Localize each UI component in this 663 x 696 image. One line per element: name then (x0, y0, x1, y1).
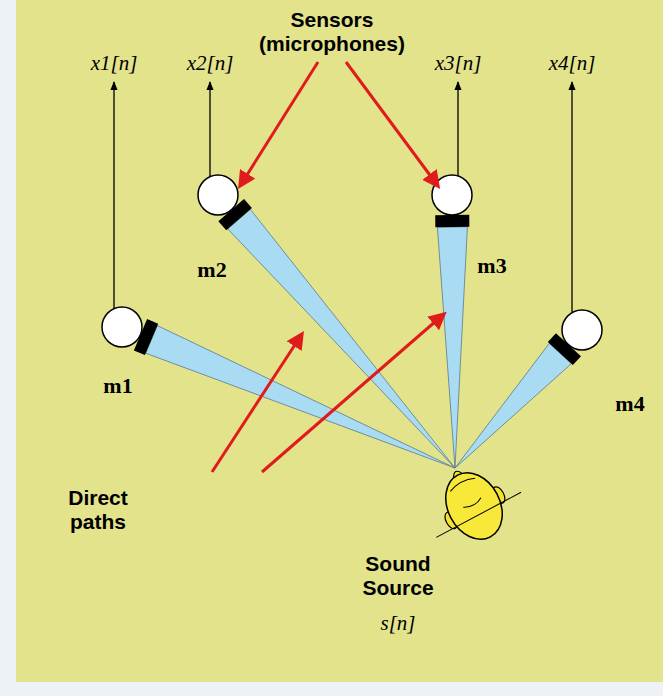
callout-arrow (212, 334, 302, 472)
microphone (432, 175, 472, 215)
microphone (198, 175, 238, 215)
sensor-position: m2 (197, 258, 226, 283)
signal-name: s[n] (380, 612, 415, 636)
signal-wire (571, 82, 572, 312)
callout-arrow (262, 314, 444, 472)
signal-wire (209, 82, 210, 177)
callout-arrow (346, 62, 438, 186)
callout-heading: Direct paths (48, 486, 148, 533)
head-illustration (413, 449, 533, 559)
beam (455, 343, 571, 468)
signal-name: x4[n] (549, 52, 596, 76)
beam (146, 326, 455, 468)
callout-heading: Sensors (microphones) (245, 8, 420, 55)
signal-wire (113, 82, 114, 309)
microphone (102, 307, 142, 347)
background-panel (16, 0, 663, 682)
callout-arrow (240, 62, 318, 186)
source-label: Sound Source (346, 552, 450, 599)
signal-name: x3[n] (435, 52, 482, 76)
mic-capsule (435, 215, 469, 227)
signal-wire (457, 82, 458, 176)
microphone (562, 310, 602, 350)
sensor-position: m4 (615, 392, 644, 417)
beam (228, 209, 455, 468)
beam (437, 227, 467, 468)
sensor-position: m1 (103, 374, 132, 399)
sensor-position: m3 (477, 254, 506, 279)
signal-name: x2[n] (187, 52, 234, 76)
signal-name: x1[n] (91, 52, 138, 76)
